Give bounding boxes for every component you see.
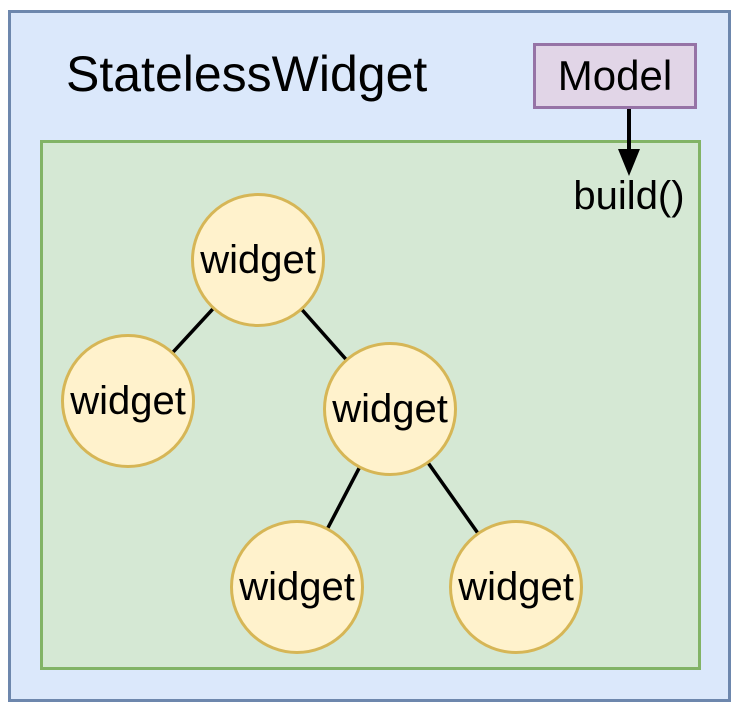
widget-node-label: widget bbox=[239, 564, 355, 609]
widget-node-label: widget bbox=[200, 237, 316, 282]
widget-node-left-child: widget bbox=[61, 334, 195, 468]
stateless-widget-title: StatelessWidget bbox=[66, 46, 428, 102]
widget-node-right-child: widget bbox=[323, 342, 457, 476]
widget-node-label: widget bbox=[70, 378, 186, 423]
widget-node-label: widget bbox=[332, 386, 448, 431]
build-label: build() bbox=[573, 174, 685, 218]
widget-node-label: widget bbox=[458, 564, 574, 609]
widget-node-root: widget bbox=[191, 193, 325, 327]
model-box: Model bbox=[533, 43, 697, 109]
widget-node-right-left-grandchild: widget bbox=[230, 520, 364, 654]
model-label: Model bbox=[557, 52, 673, 99]
widget-node-right-right-grandchild: widget bbox=[449, 520, 583, 654]
